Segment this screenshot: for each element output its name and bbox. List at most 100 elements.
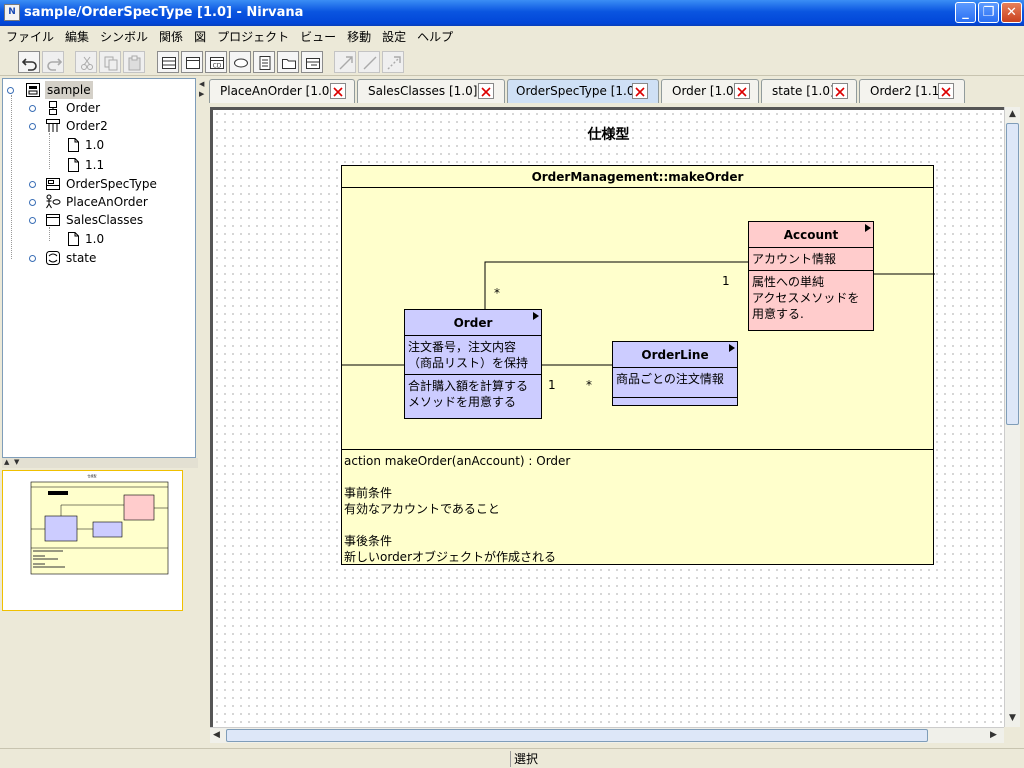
multiplicity-label: 1 <box>722 274 730 288</box>
menu-diagram[interactable]: 図 <box>194 30 207 44</box>
tab-state[interactable]: state [1.0] <box>761 79 857 103</box>
attribute-line: （商品リスト）を保持 <box>408 356 529 370</box>
association-arrow-icon[interactable] <box>334 51 356 73</box>
scroll-right-icon[interactable]: ▶ <box>990 730 997 740</box>
class-diagram-icon <box>49 101 57 115</box>
menu-settings[interactable]: 設定 <box>382 30 407 44</box>
menu-file[interactable]: ファイル <box>6 30 55 44</box>
tab-placeanorder[interactable]: PlaceAnOrder [1.0] <box>209 79 355 103</box>
tree-node-order[interactable]: Order <box>3 99 193 117</box>
tree-expand-handle[interactable] <box>29 199 36 206</box>
usecase-tool-icon[interactable] <box>229 51 251 73</box>
operation-line: アクセスメソッドを <box>752 291 860 305</box>
tree-node-state[interactable]: state <box>3 249 193 267</box>
collapse-down-icon[interactable]: ▼ <box>14 458 20 466</box>
package-tool-icon[interactable] <box>181 51 203 73</box>
app-icon: N <box>4 4 20 21</box>
tree-node-placeanorder[interactable]: PlaceAnOrder <box>3 193 193 211</box>
scroll-down-icon[interactable]: ▼ <box>1009 713 1016 723</box>
cd-tool-icon[interactable]: CD <box>205 51 227 73</box>
tree-node-orderspectype[interactable]: OrderSpecType <box>3 175 193 193</box>
spec-frame[interactable]: OrderManagement::makeOrder * 1 1 * Accou… <box>341 165 935 565</box>
diagram-tabs: PlaceAnOrder [1.0] SalesClasses [1.0] Or… <box>208 79 1024 103</box>
minimize-button[interactable]: _ <box>955 2 976 23</box>
maximize-button[interactable]: ❐ <box>978 2 999 23</box>
tree-expand-handle[interactable] <box>29 105 36 112</box>
redo-icon[interactable] <box>42 51 64 73</box>
description-line <box>344 469 570 485</box>
expand-triangle-icon[interactable] <box>729 344 735 352</box>
class-orderline[interactable]: OrderLine 商品ごとの注文情報 <box>612 341 738 406</box>
scroll-left-icon[interactable]: ◀ <box>213 730 220 740</box>
usecase-diagram-icon <box>46 194 61 209</box>
menu-project[interactable]: プロジェクト <box>217 30 290 44</box>
multiplicity-label: * <box>494 286 500 300</box>
tree-node-salesclasses-v1-0[interactable]: 1.0 <box>3 230 193 248</box>
class-account[interactable]: Account アカウント情報 属性への単純 アクセスメソッドを 用意する. <box>748 221 874 331</box>
expand-triangle-icon[interactable] <box>533 312 539 320</box>
folder-tool-icon[interactable] <box>277 51 299 73</box>
class-tool-icon[interactable] <box>157 51 179 73</box>
tree-node-sample[interactable]: sample <box>3 81 193 99</box>
description-line: action makeOrder(anAccount) : Order <box>344 454 571 468</box>
scroll-up-icon[interactable]: ▲ <box>1009 109 1016 119</box>
undo-icon[interactable] <box>18 51 40 73</box>
tree-node-label: Order2 <box>66 119 108 133</box>
tree-expand-handle[interactable] <box>29 181 36 188</box>
copy-icon[interactable] <box>99 51 121 73</box>
association-lines <box>342 261 935 366</box>
menu-help[interactable]: ヘルプ <box>417 30 454 44</box>
menu-move[interactable]: 移動 <box>347 30 372 44</box>
tab-label: PlaceAnOrder [1.0] <box>220 84 335 98</box>
tab-close-icon[interactable] <box>938 83 954 99</box>
overview-thumbnail: 仕様型 <box>30 473 169 575</box>
tab-close-icon[interactable] <box>478 83 494 99</box>
collapse-right-icon[interactable]: ▶ <box>199 90 205 98</box>
tab-close-icon[interactable] <box>832 83 848 99</box>
tab-label: SalesClasses [1.0] <box>368 84 478 98</box>
collapse-left-icon[interactable]: ◀ <box>199 80 205 88</box>
tree-node-order2-v1-0[interactable]: 1.0 <box>3 136 193 154</box>
diagram-canvas[interactable]: 仕様型 OrderManagement::makeOrder * 1 1 * A… <box>213 110 1004 727</box>
tab-order2[interactable]: Order2 [1.1] <box>859 79 965 103</box>
project-icon <box>26 83 40 97</box>
tab-order[interactable]: Order [1.0] <box>661 79 759 103</box>
vertical-scroll-thumb[interactable] <box>1006 123 1019 425</box>
diagram-overview[interactable]: 仕様型 <box>2 470 183 611</box>
paste-icon[interactable] <box>123 51 145 73</box>
component-tool-icon[interactable] <box>301 51 323 73</box>
close-button[interactable]: ✕ <box>1001 2 1022 23</box>
line-icon[interactable] <box>358 51 380 73</box>
tree-node-order2[interactable]: Order2 <box>3 117 193 135</box>
tree-collapse-handle[interactable] <box>29 217 36 224</box>
horizontal-scrollbar[interactable]: ◀ ▶ <box>210 727 1004 743</box>
tree-node-label: PlaceAnOrder <box>66 195 148 209</box>
class-order[interactable]: Order 注文番号，注文内容 （商品リスト）を保持 合計購入額を計算する メソ… <box>404 309 542 419</box>
horizontal-scroll-thumb[interactable] <box>226 729 928 742</box>
operation-line: メソッドを用意する <box>408 395 517 409</box>
tab-salesclasses[interactable]: SalesClasses [1.0] <box>357 79 505 103</box>
main-splitter[interactable]: ◀ ▶ <box>198 78 206 746</box>
tab-close-icon[interactable] <box>330 83 346 99</box>
cd-tool-label: CD <box>213 63 222 70</box>
dependency-arrow-icon[interactable] <box>382 51 404 73</box>
tab-close-icon[interactable] <box>734 83 750 99</box>
tree-collapse-handle[interactable] <box>7 87 14 94</box>
expand-triangle-icon[interactable] <box>865 224 871 232</box>
tree-expand-handle[interactable] <box>29 255 36 262</box>
menu-view[interactable]: ビュー <box>300 30 337 44</box>
tree-collapse-handle[interactable] <box>29 123 36 130</box>
cut-icon[interactable] <box>75 51 97 73</box>
menu-edit[interactable]: 編集 <box>65 30 90 44</box>
note-tool-icon[interactable] <box>253 51 275 73</box>
tree-node-order2-v1-1[interactable]: 1.1 <box>3 156 193 174</box>
panel-splitter[interactable]: ▲ ▼ <box>2 458 198 468</box>
vertical-scrollbar[interactable]: ▲ ▼ <box>1004 107 1020 727</box>
tab-close-icon[interactable] <box>632 83 648 99</box>
collapse-up-icon[interactable]: ▲ <box>4 458 10 466</box>
menu-symbol[interactable]: シンボル <box>100 30 149 44</box>
tree-node-salesclasses[interactable]: SalesClasses <box>3 211 193 229</box>
menu-relation[interactable]: 関係 <box>159 30 184 44</box>
tab-orderspectype[interactable]: OrderSpecType [1.0] <box>507 79 659 103</box>
tree-node-label: Order <box>66 101 101 115</box>
